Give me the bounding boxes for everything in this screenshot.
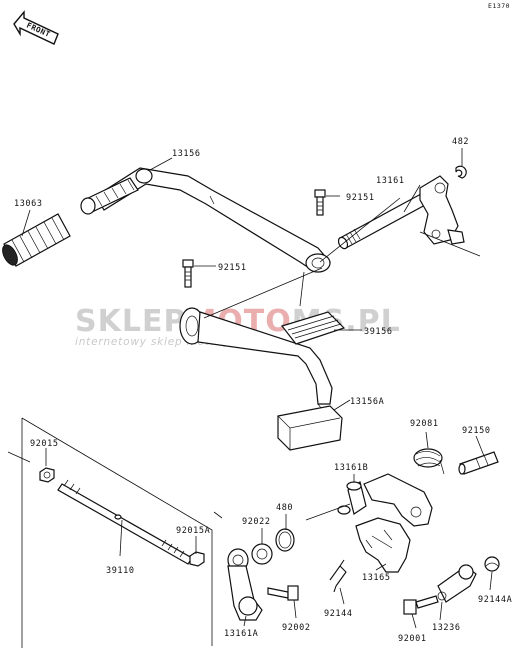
part-labels: 13156 13063 92151 92151 13161 482 39156 … <box>14 137 512 644</box>
ring-480 <box>275 528 295 552</box>
label-13161A: 13161A <box>224 629 258 639</box>
label-39156: 39156 <box>364 327 393 337</box>
label-92081: 92081 <box>410 419 439 429</box>
label-13161: 13161 <box>376 176 405 186</box>
label-13165: 13165 <box>362 573 391 583</box>
label-92022: 92022 <box>242 517 271 527</box>
label-13156: 13156 <box>172 149 201 159</box>
label-92150: 92150 <box>462 426 491 436</box>
spring-92144A <box>484 556 500 572</box>
label-92151-lower: 92151 <box>218 263 247 273</box>
watermark-brand-left: SKLEP <box>75 304 186 339</box>
front-direction-arrow: FRONT <box>13 10 59 45</box>
label-13063: 13063 <box>14 199 43 209</box>
label-482: 482 <box>452 137 469 147</box>
tie-rod <box>57 479 193 565</box>
bolt-92002 <box>267 585 299 601</box>
pedal-peg-shaft <box>80 177 139 215</box>
shift-shaft-13161B <box>305 473 433 527</box>
label-480: 480 <box>276 503 293 513</box>
pin-92150 <box>458 451 499 475</box>
label-13156A: 13156A <box>350 397 384 407</box>
pedal-pad <box>280 311 346 345</box>
pedal-rubber <box>2 213 71 267</box>
label-13236: 13236 <box>432 623 461 633</box>
diagram-code: E1370 <box>488 2 510 10</box>
spring-92144 <box>329 559 347 593</box>
pedal-foot-plate <box>277 405 343 451</box>
label-39110: 39110 <box>106 566 135 576</box>
nut-92015 <box>39 467 55 483</box>
label-13161B: 13161B <box>334 463 368 473</box>
leader-lines <box>21 148 493 629</box>
rod-bracket-lines <box>7 417 223 648</box>
spring-92081 <box>413 448 445 475</box>
label-92001: 92001 <box>398 634 427 644</box>
label-92144: 92144 <box>324 609 353 619</box>
shift-pedal-lower <box>179 307 333 413</box>
label-92015A: 92015A <box>176 526 210 536</box>
bolt-92151-upper <box>314 189 326 216</box>
label-92002: 92002 <box>282 623 311 633</box>
shift-plate-13165 <box>355 517 411 573</box>
lever-13236 <box>437 564 477 603</box>
label-92151-upper: 92151 <box>346 193 375 203</box>
bolt-92151-lower <box>182 259 194 288</box>
label-92144A: 92144A <box>478 595 512 605</box>
bolt-92001 <box>403 595 439 615</box>
shift-shaft <box>337 175 465 250</box>
washer-92022 <box>251 543 273 565</box>
nut-92015A <box>189 551 205 567</box>
circlip-482 <box>455 165 467 179</box>
shift-arm-13161A <box>227 548 263 621</box>
label-92015: 92015 <box>30 439 59 449</box>
